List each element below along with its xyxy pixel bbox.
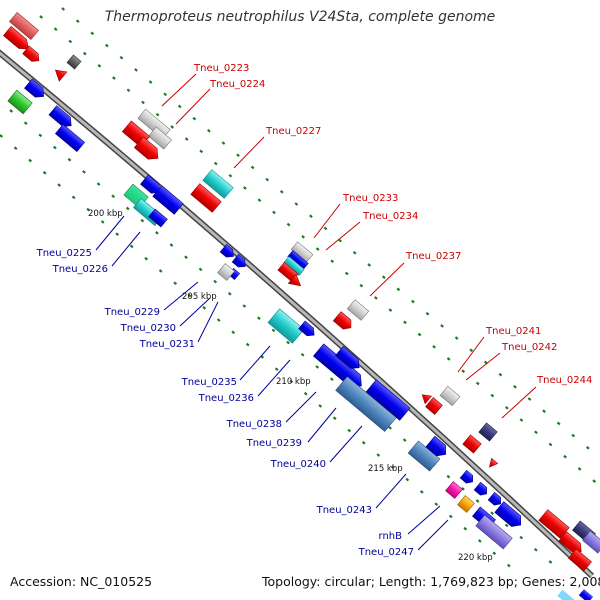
genome-summary: Topology: circular; Length: 1,769,823 bp… [262, 574, 600, 589]
gene-label-tneu-0229[interactable]: Tneu_0229 [104, 307, 160, 318]
gene-label-tneu-0230[interactable]: Tneu_0230 [120, 323, 176, 334]
gene-block [457, 495, 475, 513]
gene-block [190, 183, 222, 213]
gene-block [24, 78, 44, 98]
gene-label-tneu-0243[interactable]: Tneu_0243 [316, 505, 372, 516]
gene-label-tneu-0233[interactable]: Tneu_0233 [342, 193, 398, 204]
gene-block [231, 253, 246, 268]
scale-label-210: 210 kbp [276, 377, 311, 387]
gene-label-tneu-0242[interactable]: Tneu_0242 [501, 342, 557, 353]
gene-label-tneu-0226[interactable]: Tneu_0226 [52, 264, 108, 275]
gene-block [459, 469, 474, 484]
gene-label-tneu-0244[interactable]: Tneu_0244 [536, 375, 592, 386]
gene-block [7, 89, 33, 115]
gene-block [462, 434, 482, 454]
gene-block [335, 376, 397, 432]
label-leader-lines [95, 73, 537, 551]
gene-block [219, 243, 234, 258]
genome-title: Thermoproteus neutrophilus V24Sta, compl… [104, 9, 496, 25]
gene-label-tneu-0235[interactable]: Tneu_0235 [181, 377, 237, 388]
gene-block [217, 263, 235, 281]
gene-block [478, 422, 498, 442]
gene-label-tneu-0224[interactable]: Tneu_0224 [209, 79, 265, 90]
gene-block [568, 548, 592, 572]
gene-label-tneu-0225[interactable]: Tneu_0225 [36, 248, 92, 259]
gene-label-tneu-0227[interactable]: Tneu_0227 [265, 126, 321, 137]
gene-block [2, 25, 30, 50]
gene-label-tneu-0238[interactable]: Tneu_0238 [226, 419, 282, 430]
scale-label-200: 200 kbp [88, 209, 123, 219]
gene-block [421, 394, 433, 405]
gene-label-tneu-0239[interactable]: Tneu_0239 [246, 438, 302, 449]
gene-block [425, 435, 446, 457]
gene-labels-upper: Tneu_0223 Tneu_0224 Tneu_0227 Tneu_0233 … [193, 63, 592, 386]
scale-label-215: 215 kbp [368, 464, 403, 474]
gene-block [439, 385, 461, 407]
gene-label-tneu-0241[interactable]: Tneu_0241 [485, 326, 541, 337]
gene-block [66, 54, 82, 70]
gene-block [202, 169, 234, 199]
gene-block [578, 589, 594, 600]
gene-block [152, 185, 184, 215]
gene-block [473, 481, 488, 496]
gene-block [365, 379, 411, 421]
gene-labels-lower: Tneu_0225 Tneu_0226 Tneu_0229 Tneu_0230 … [36, 248, 414, 558]
accession-label: Accession: NC_010525 [10, 574, 153, 589]
gene-block [346, 299, 370, 321]
gene-label-tneu-0247[interactable]: Tneu_0247 [358, 547, 414, 558]
gene-label-rnhb[interactable]: rnhB [379, 531, 403, 542]
gene-block [494, 501, 522, 527]
scale-labels: 200 kbp 205 kbp 210 kbp 215 kbp 220 kbp [88, 209, 493, 563]
gene-label-tneu-0240[interactable]: Tneu_0240 [270, 459, 326, 470]
gene-block [8, 11, 40, 41]
gene-block [54, 123, 86, 153]
tick-marks [0, 7, 600, 576]
gene-block [332, 311, 352, 330]
gene-label-tneu-0231[interactable]: Tneu_0231 [139, 339, 195, 350]
gene-block [445, 481, 463, 499]
gene-block [487, 491, 502, 506]
gene-block [48, 105, 72, 127]
gene-block [425, 397, 443, 415]
gene-label-tneu-0223[interactable]: Tneu_0223 [193, 63, 249, 74]
gene-block [22, 45, 40, 62]
scale-label-220: 220 kbp [458, 553, 493, 563]
gene-block [538, 509, 570, 539]
gene-block [54, 69, 68, 82]
gene-label-tneu-0236[interactable]: Tneu_0236 [198, 393, 254, 404]
gene-block [488, 457, 499, 468]
gene-block [283, 256, 305, 276]
gene-block [475, 514, 513, 550]
gene-block [148, 126, 172, 150]
gene-label-tneu-0234[interactable]: Tneu_0234 [362, 211, 418, 222]
gene-block [557, 589, 575, 600]
gene-block [133, 136, 159, 160]
gene-features [2, 11, 600, 600]
gene-block [334, 345, 360, 369]
gene-block [148, 208, 168, 228]
gene-block [287, 273, 302, 287]
scale-label-205: 205 kbp [182, 292, 217, 302]
genome-backbone [0, 49, 595, 579]
gene-block [298, 320, 315, 337]
gene-block [267, 308, 305, 344]
gene-label-tneu-0237[interactable]: Tneu_0237 [405, 251, 461, 262]
